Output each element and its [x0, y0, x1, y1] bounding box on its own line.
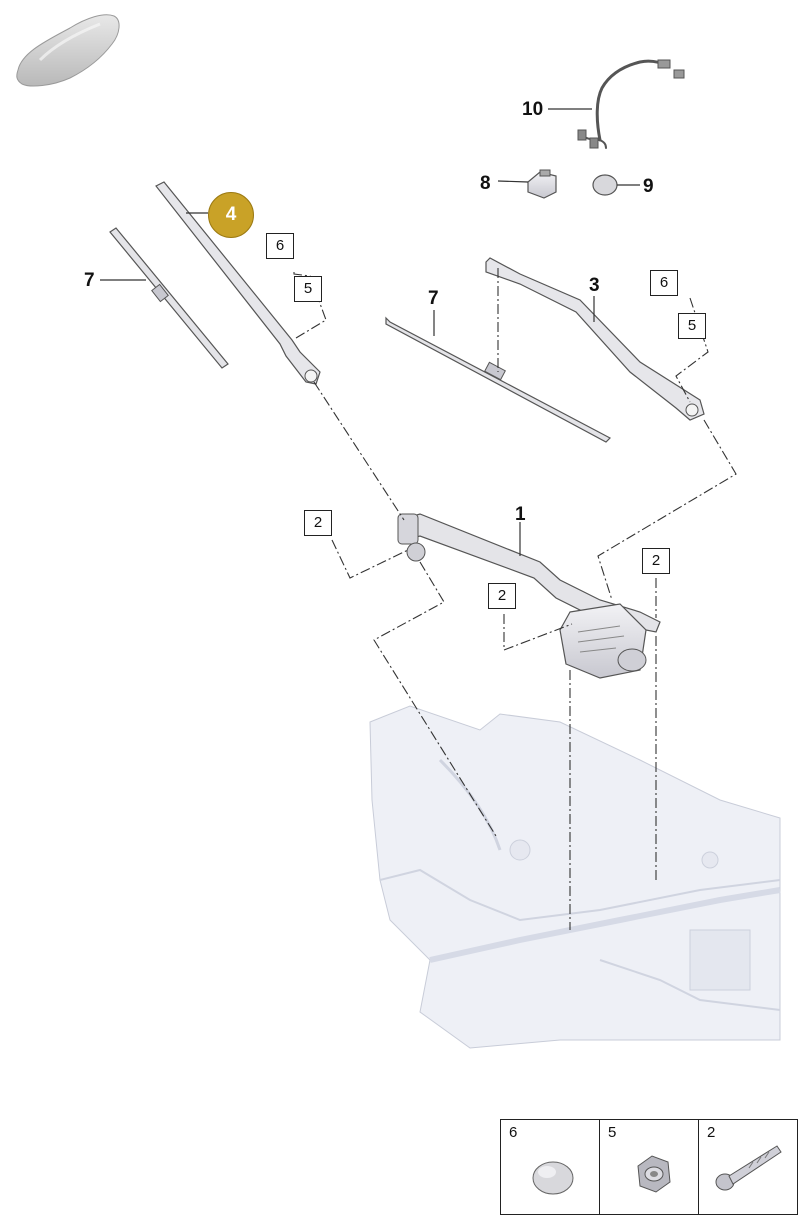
callout-7-right: 7 — [428, 288, 439, 309]
legend-item-number: 2 — [707, 1124, 716, 1141]
callout-9: 9 — [643, 176, 654, 197]
bolt-icon — [715, 1145, 782, 1191]
callout-3: 3 — [589, 275, 600, 296]
boxed-label-5-left: 5 — [294, 276, 322, 302]
legend-item-hex-nut: 5 — [600, 1120, 699, 1214]
callout-10: 10 — [522, 99, 544, 120]
wiper-linkage-motor-part — [397, 513, 661, 679]
callout-4-highlighted[interactable]: 4 — [208, 192, 254, 238]
boxed-label-2-middle: 2 — [488, 583, 516, 609]
legend-item-number: 6 — [509, 1124, 518, 1141]
callout-7-left: 7 — [84, 270, 95, 291]
car-thumbnail-icon — [16, 14, 120, 87]
wiper-blade-left-part — [109, 227, 229, 369]
hex-nut-icon — [637, 1155, 671, 1193]
small-parts-legend: 6 5 2 — [500, 1119, 798, 1215]
wiper-arm-left-part — [155, 181, 321, 385]
boxed-label-2-left: 2 — [304, 510, 332, 536]
assembly-guide-lines — [293, 268, 737, 930]
callout-1: 1 — [515, 504, 526, 525]
boxed-label-2-right: 2 — [642, 548, 670, 574]
cap-part — [592, 174, 618, 196]
legend-item-number: 5 — [608, 1124, 617, 1141]
legend-item-bolt: 2 — [699, 1120, 797, 1214]
boxed-label-5-right: 5 — [678, 313, 706, 339]
boxed-label-6-left: 6 — [266, 233, 294, 259]
cap-nut-icon — [532, 1161, 574, 1195]
wiper-blade-right-part — [385, 316, 611, 443]
vehicle-body-structure — [369, 705, 781, 1049]
callout-8: 8 — [480, 173, 491, 194]
wiring-harness-part — [577, 59, 685, 149]
rain-sensor-part — [527, 169, 557, 199]
legend-item-cap-nut: 6 — [501, 1120, 600, 1214]
wiper-arm-right-part — [485, 257, 705, 421]
boxed-label-6-right: 6 — [650, 270, 678, 296]
